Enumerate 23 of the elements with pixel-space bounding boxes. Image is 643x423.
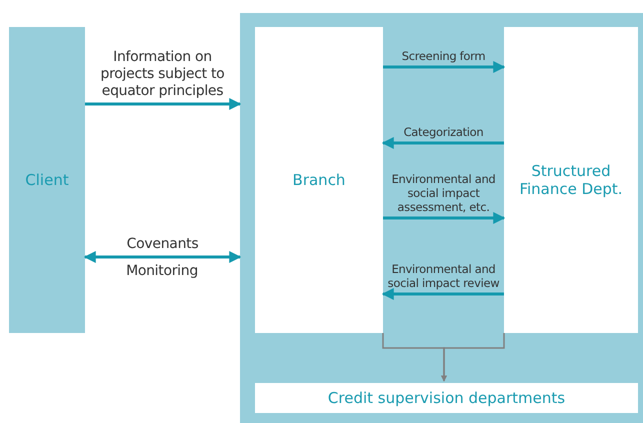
edge-label: Covenants xyxy=(126,236,200,253)
client-box xyxy=(9,27,85,333)
node-label: Credit supervision departments xyxy=(328,389,566,407)
edge-label: Categorization xyxy=(402,125,484,139)
arrow xyxy=(383,212,506,224)
container-panel xyxy=(240,13,643,423)
arrow xyxy=(84,251,242,263)
process-box xyxy=(504,27,638,333)
arrow xyxy=(85,98,242,110)
edge-label: Environmental and social impact review xyxy=(386,262,500,290)
node-label: Client xyxy=(25,171,69,189)
arrow xyxy=(382,288,504,300)
node-label: Structured Finance Dept. xyxy=(518,162,624,198)
edge-label: Screening form xyxy=(400,49,486,63)
annotation-text: Monitoring xyxy=(125,263,199,280)
node-label: Branch xyxy=(292,171,346,189)
edge-label: Environmental and social impact assessment, etc. xyxy=(390,172,496,214)
process-box xyxy=(255,383,638,413)
connector-arrow xyxy=(441,333,505,382)
arrow xyxy=(382,137,504,149)
process-box xyxy=(255,27,383,333)
arrow xyxy=(383,61,506,73)
edge-label: Information on projects subject to equator principles xyxy=(100,49,226,100)
